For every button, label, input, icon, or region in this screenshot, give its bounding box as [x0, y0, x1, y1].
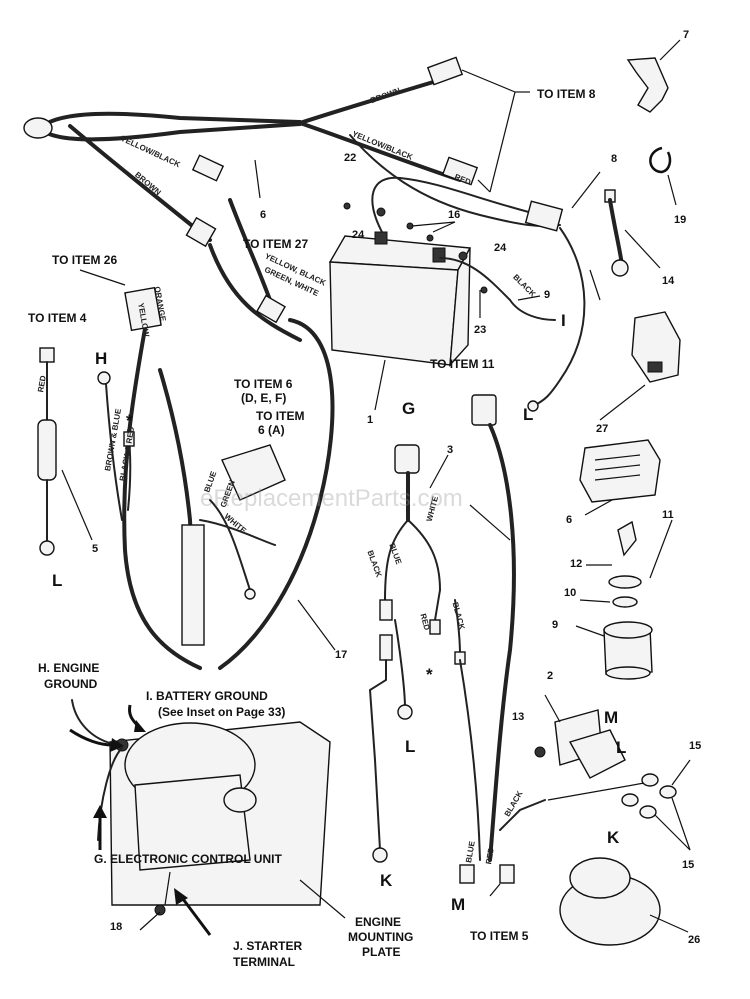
g-ecu-label: G. ELECTRONIC CONTROL UNIT: [94, 852, 282, 866]
part-27: [599, 311, 681, 421]
mounting-label: MOUNTING: [348, 930, 414, 944]
part-number-23: 19: [674, 214, 687, 226]
part-number-7: 6: [260, 209, 267, 221]
h-ground-label: GROUND: [44, 677, 98, 691]
part-number-3: 3: [447, 444, 454, 456]
part-5: [37, 347, 93, 556]
part-number-25-right: 24: [494, 242, 507, 254]
plate-label: PLATE: [362, 945, 401, 959]
to-item-8-leaders: [461, 69, 530, 193]
harness-21: [122, 286, 336, 670]
part-number-16: 14: [662, 275, 675, 287]
part-23: [649, 146, 672, 174]
part-2: [534, 694, 691, 851]
part-number-12: 10: [564, 587, 577, 599]
callout-to-item-6-a: TO ITEM: [256, 409, 305, 423]
part-number-13: 11: [662, 509, 674, 521]
engine-assembly: [71, 699, 331, 916]
callout-to-item-26: TO ITEM 26: [52, 253, 118, 267]
letter-k-switch: K: [607, 828, 620, 847]
letter-l-left: L: [52, 571, 63, 590]
callout-to-item-6-def: TO ITEM 6: [234, 377, 293, 391]
callout-to-item-6-a-sub: 6 (A): [258, 423, 285, 437]
star-right: *: [426, 665, 433, 684]
letter-h: H: [95, 349, 108, 368]
hardware-small: [343, 202, 488, 294]
harness-3: [368, 444, 466, 863]
part-number-21: 17: [335, 649, 348, 661]
harness-to-11: [459, 394, 546, 884]
i-inset-label: (See Inset on Page 33): [158, 705, 286, 719]
i-battery-ground-label: I. BATTERY GROUND: [146, 689, 268, 703]
part-number-22: 18: [110, 921, 123, 933]
part-number-9: 8: [611, 153, 618, 165]
part-number-17: 15: [682, 859, 695, 871]
letter-l-harness3: L: [405, 737, 416, 756]
h-engine-label: H. ENGINE: [38, 661, 100, 675]
callout-to-item-6-def-sub: (D, E, F): [241, 391, 287, 405]
letter-l-battery: L: [523, 405, 534, 424]
engine-label: ENGINE: [355, 915, 402, 929]
callout-to-item-11: TO ITEM 11: [430, 357, 495, 371]
part-number-2: 2: [547, 670, 554, 682]
star-left: *: [126, 411, 133, 430]
j-starter-label: J. STARTER: [233, 939, 303, 953]
callout-to-item-8: TO ITEM 8: [537, 87, 596, 101]
part-26: [559, 857, 689, 946]
part-number-27: 27: [596, 423, 609, 435]
letter-g: G: [402, 399, 416, 418]
part-number-18: 15: [689, 740, 702, 752]
callout-to-item-4: TO ITEM 4: [28, 311, 87, 325]
battery-1: [328, 231, 472, 411]
part-number-1: 1: [367, 414, 374, 426]
part-number-10: 9: [544, 289, 551, 301]
letter-m-harness: M: [451, 895, 466, 914]
part-number-8: 7: [683, 29, 690, 41]
callout-to-item-27: TO ITEM 27: [243, 237, 309, 251]
callout-leaders: [79, 159, 601, 897]
harness-7: [23, 56, 561, 342]
part-number-24-right: 23: [474, 324, 487, 336]
part-number-25-left: 24: [352, 229, 365, 241]
letter-k-harness3: K: [380, 871, 393, 890]
letter-m-switch: M: [604, 708, 619, 727]
part-number-5: 5: [92, 543, 99, 555]
part-number-19: 16: [448, 209, 461, 221]
ignition-switch: [575, 519, 673, 680]
wire-h: [97, 371, 135, 521]
part-6: [579, 439, 661, 516]
letter-i: I: [561, 311, 566, 330]
letter-l-switch: L: [616, 738, 627, 757]
part-8: [626, 39, 681, 113]
part-number-6: 6: [566, 514, 573, 526]
battery-cables: [371, 176, 586, 412]
engine-arrows: [69, 704, 346, 936]
j-terminal-label: TERMINAL: [233, 955, 295, 969]
part-16: [604, 189, 661, 277]
callout-to-item-5: TO ITEM 5: [470, 929, 529, 943]
part-number-24-top: 22: [344, 152, 357, 164]
part-number-15: 13: [512, 711, 525, 723]
part-number-11: 9: [552, 619, 559, 631]
part-number-26: 26: [688, 934, 701, 946]
watermark: eReplacementParts.com: [200, 485, 463, 512]
part-number-14: 12: [570, 558, 583, 570]
